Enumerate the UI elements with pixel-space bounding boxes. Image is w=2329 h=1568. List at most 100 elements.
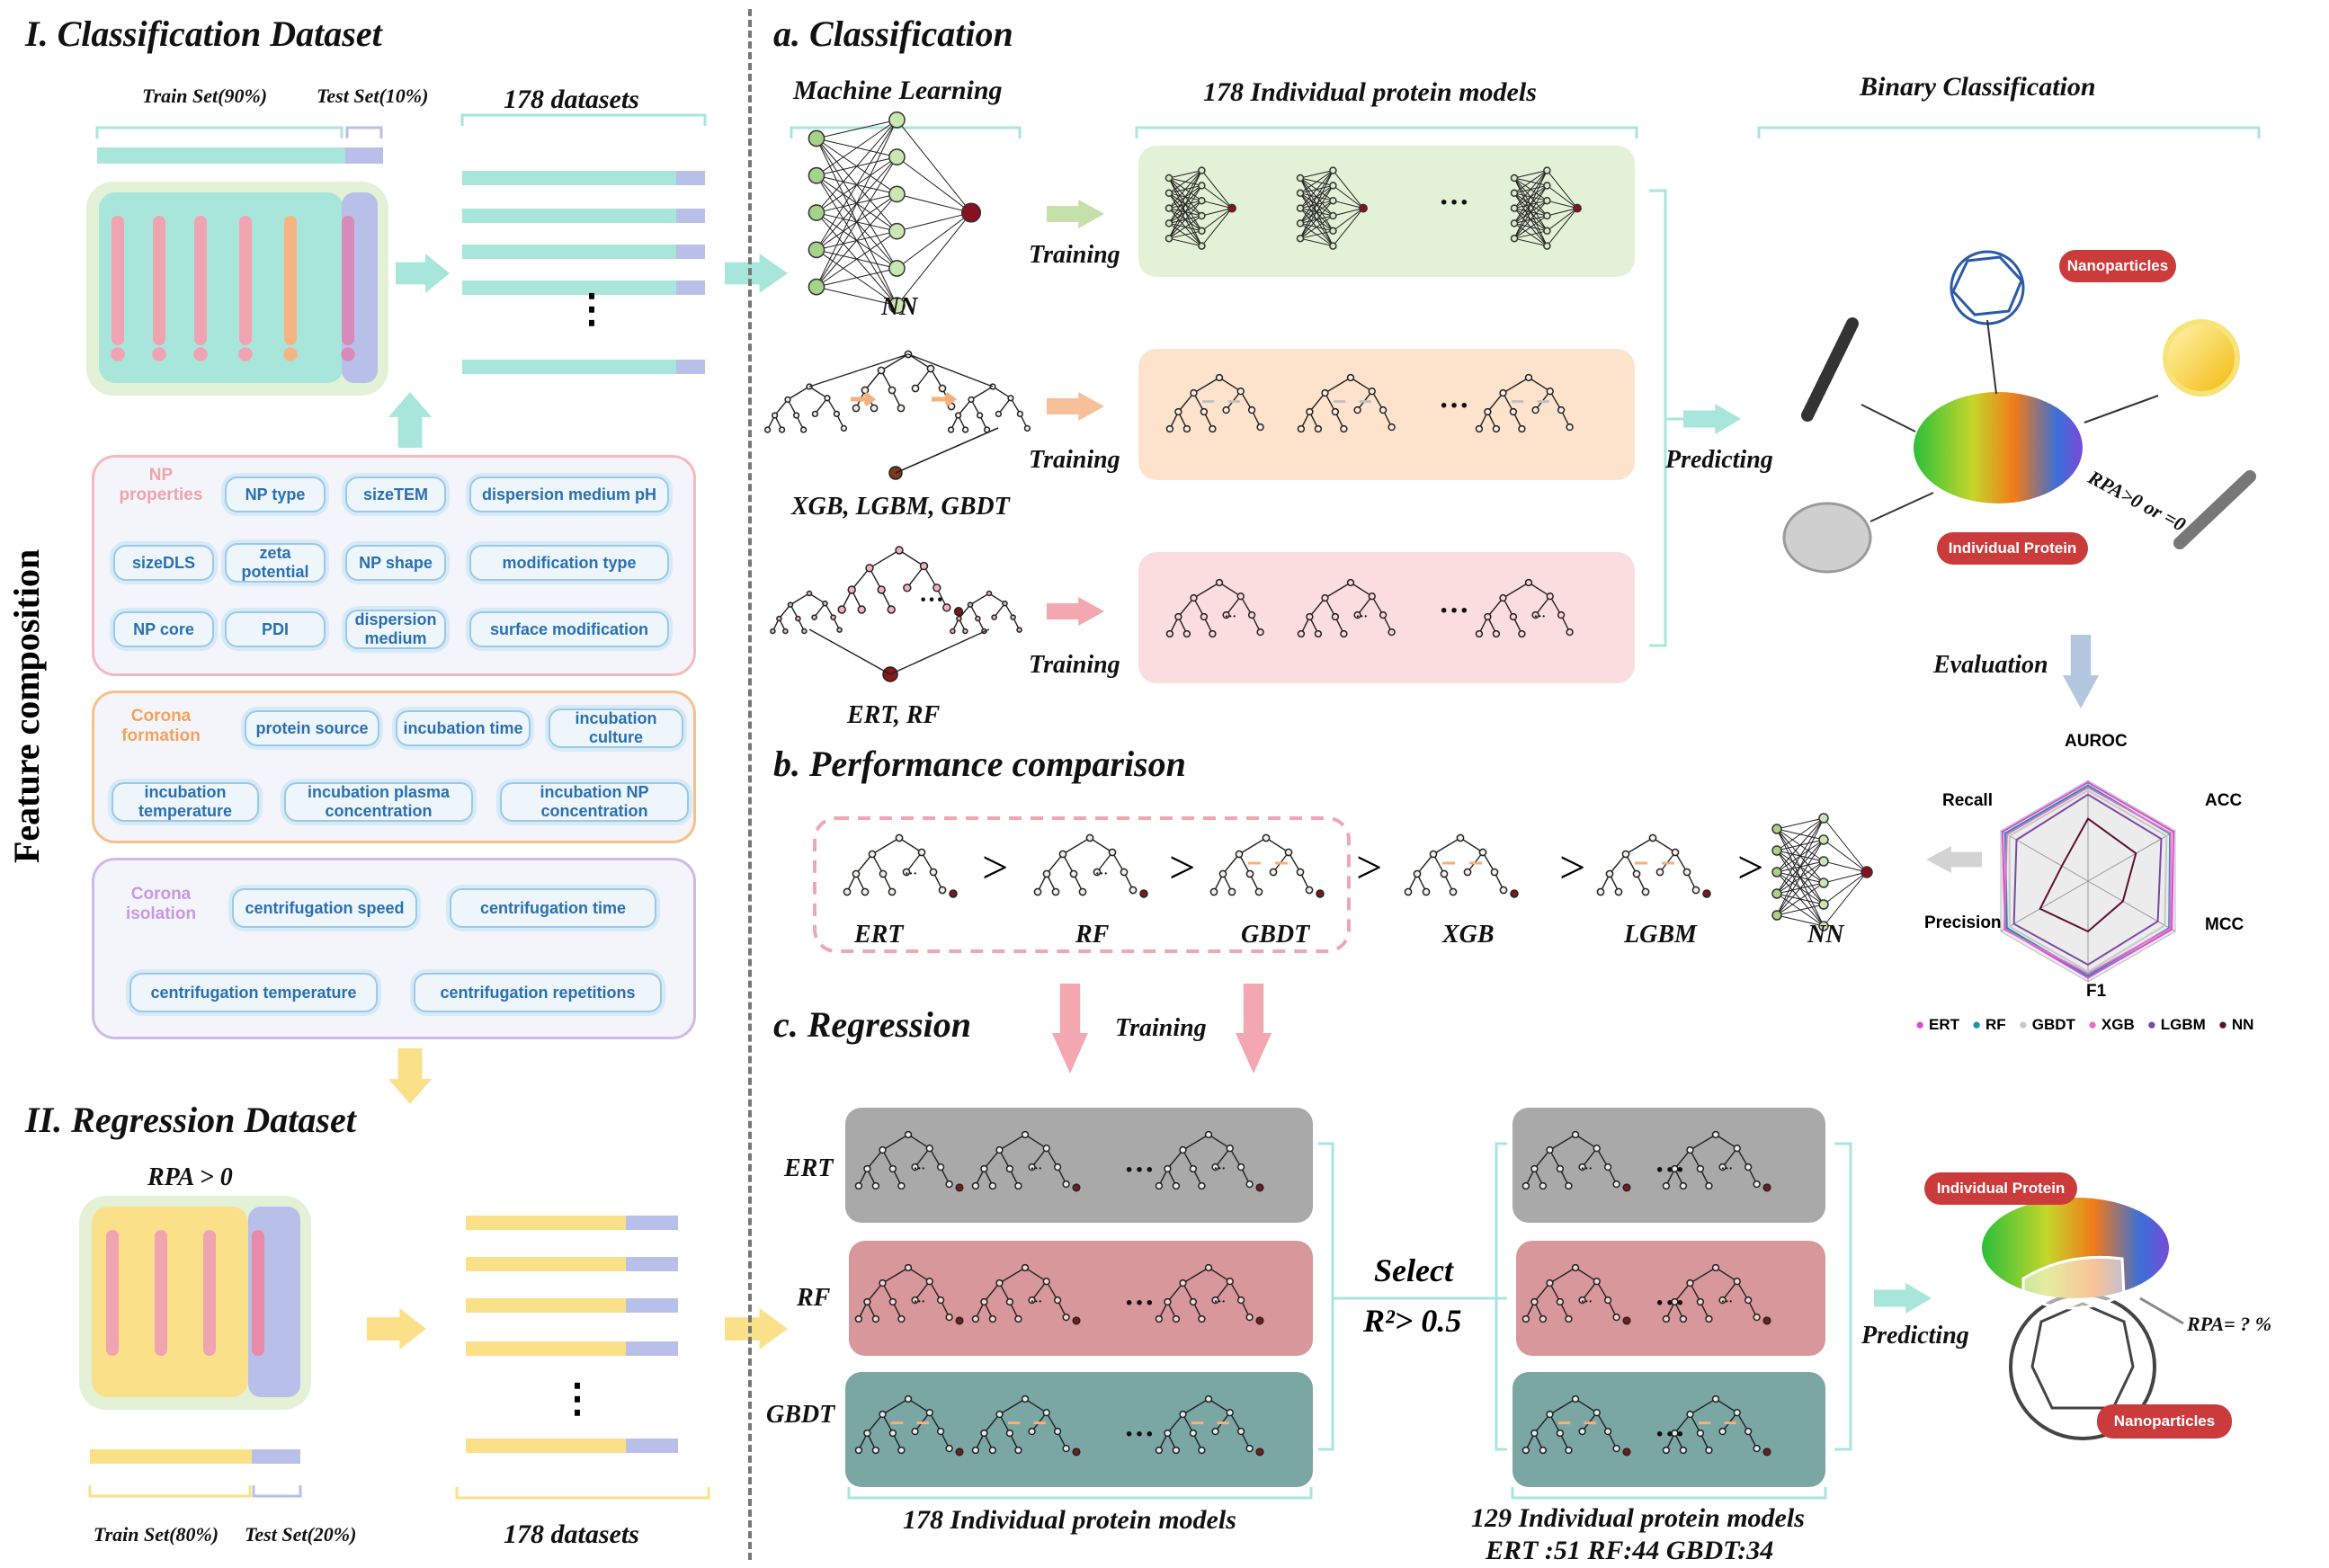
tree-node <box>1440 869 1449 878</box>
tree-dots: ··· <box>1031 1295 1042 1308</box>
tree-node <box>1565 1446 1573 1455</box>
tree-edge <box>1182 1134 1209 1151</box>
tree-node <box>975 615 981 622</box>
ml-bracket <box>790 126 1022 138</box>
tree-node <box>1490 868 1499 877</box>
tree-node <box>1499 886 1508 895</box>
tree-node <box>1593 1278 1601 1286</box>
tree-node <box>1475 629 1484 638</box>
tree-node <box>1346 578 1355 587</box>
tree-edge <box>992 386 1012 399</box>
tree-node <box>1509 407 1518 416</box>
feature-dot <box>238 347 253 361</box>
tree-node <box>1475 424 1484 433</box>
reg-row-train <box>466 1216 626 1230</box>
tree-node <box>1226 1145 1234 1153</box>
tree-dots: ··· <box>1581 1162 1593 1175</box>
tree-node <box>1164 1429 1172 1438</box>
nn-node <box>1164 174 1173 183</box>
tree-node <box>1603 1427 1612 1436</box>
tree-edge <box>1089 837 1113 853</box>
tree-node <box>1521 1446 1530 1455</box>
tree-node <box>1139 889 1148 898</box>
arrow-predict <box>1683 404 1741 434</box>
tree-edge <box>1722 1147 1738 1168</box>
tree-edge <box>1024 1134 1048 1149</box>
tree-dots: ··· <box>1721 1295 1733 1308</box>
arrow-regress-1 <box>1052 984 1088 1074</box>
tree-node <box>1321 388 1329 397</box>
tree-node <box>861 386 870 395</box>
tree-edge <box>1673 1413 1691 1434</box>
tree-node <box>1085 833 1094 842</box>
tree-edge <box>1673 1149 1691 1170</box>
nn-edge <box>1823 871 1868 927</box>
tree-node <box>1033 887 1042 896</box>
tree-edge <box>898 549 924 567</box>
tree-node <box>986 590 993 597</box>
nn-edge <box>1201 184 1233 209</box>
tree-node <box>897 1446 906 1455</box>
nn-edge <box>1299 215 1334 239</box>
tree-node <box>1702 889 1711 898</box>
dataset-row-train <box>462 281 676 295</box>
tree-edge <box>1308 597 1326 618</box>
tree-node <box>1614 887 1623 896</box>
tree-node <box>868 850 877 859</box>
tree-node <box>888 1164 897 1173</box>
regression-protein-tag: Individual Protein <box>1924 1172 2077 1205</box>
tree-node <box>925 1278 933 1286</box>
nn-edge <box>1823 871 1868 884</box>
tree-node <box>888 887 897 896</box>
tree-node <box>1524 578 1533 587</box>
tree-node <box>1042 1278 1050 1286</box>
train-bar <box>97 147 345 164</box>
protein-blob-icon <box>1914 392 2083 503</box>
nn-edge <box>1299 230 1334 239</box>
tree-node <box>1546 1278 1554 1287</box>
nn-edge <box>1299 170 1334 209</box>
tree-edge <box>1218 582 1242 597</box>
tree-node <box>782 628 789 635</box>
nn-edge <box>1299 170 1334 224</box>
nn-node <box>808 129 825 147</box>
tree-edge <box>1528 582 1551 597</box>
tree-dots: ··· <box>1225 610 1236 623</box>
tree-node <box>954 412 962 419</box>
tree-node <box>1705 1446 1713 1455</box>
tree-node <box>1256 423 1264 432</box>
regression-more-dots: ⋮ <box>558 1376 597 1421</box>
tree-node <box>945 1313 953 1322</box>
tree-edge <box>866 1282 884 1303</box>
predict-bracket-c <box>1834 1142 1852 1451</box>
chip-pdi: PDI <box>225 611 326 647</box>
nn-edge <box>1547 208 1578 246</box>
tree-node <box>888 1429 897 1438</box>
best-models-box <box>813 816 1351 953</box>
tree-node <box>840 424 848 432</box>
tree-node <box>1557 405 1566 414</box>
tree-edge <box>1533 1282 1551 1303</box>
tree-node <box>1449 887 1458 896</box>
nn-output <box>960 202 982 223</box>
reg-train-bracket <box>88 1485 252 1498</box>
arrow-right <box>367 1308 426 1350</box>
nn-node <box>1771 824 1782 834</box>
tree-edge <box>1357 595 1373 616</box>
feature-dot <box>111 347 125 361</box>
tree-node <box>976 412 984 419</box>
nn-node <box>1296 234 1305 243</box>
tree-dots: ··· <box>1214 1162 1226 1175</box>
tree-node <box>1164 1297 1172 1306</box>
tree-edge <box>1218 377 1242 392</box>
tree-edge <box>999 1134 1026 1151</box>
nn-edge <box>897 212 972 307</box>
boost-arrow <box>932 392 958 406</box>
tree-node <box>911 1427 919 1436</box>
tree-node <box>1179 1145 1187 1154</box>
tree-edge <box>895 427 999 474</box>
tree-node <box>1172 1181 1181 1190</box>
reg-row-train <box>466 1341 626 1356</box>
tree-node <box>971 1181 980 1190</box>
gt-sign: > <box>1169 842 1196 894</box>
